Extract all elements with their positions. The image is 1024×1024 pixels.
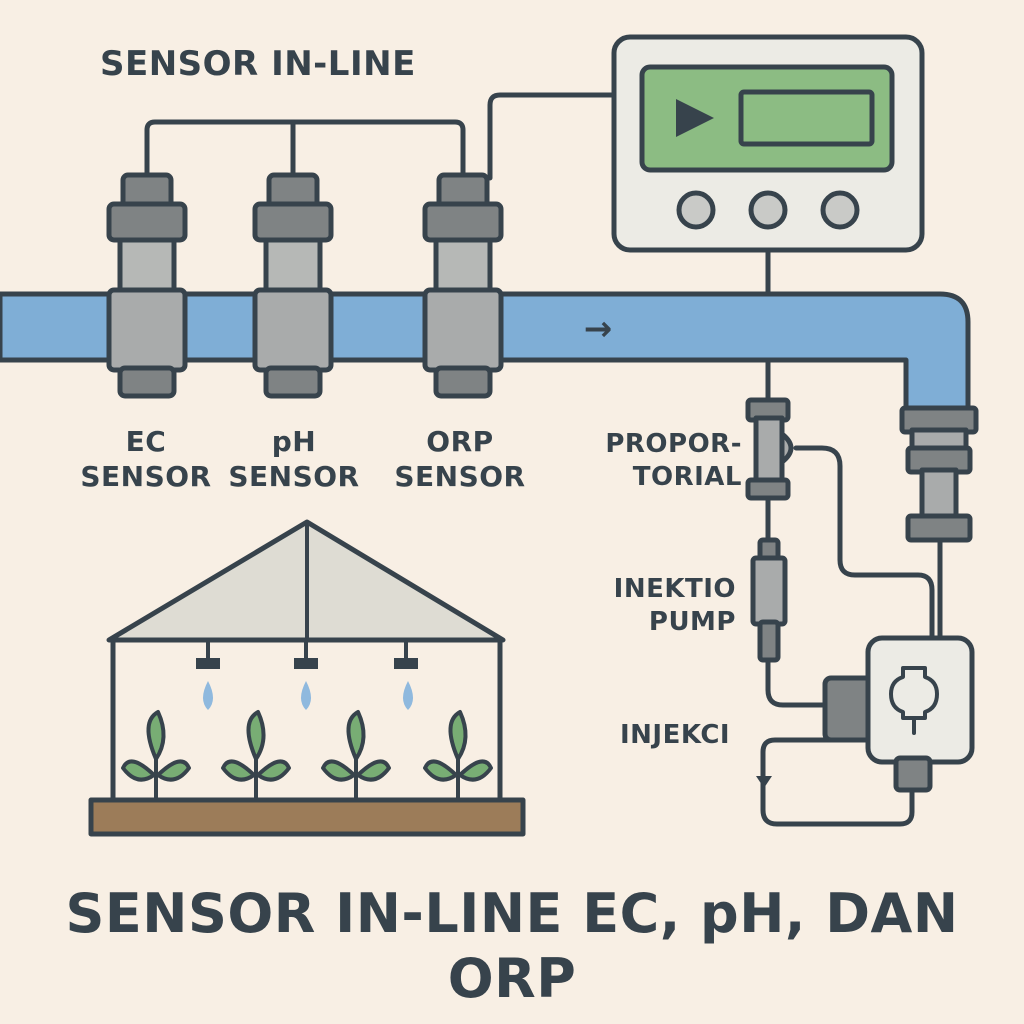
droplet-icon [301,681,311,710]
sensor-ph [252,172,334,399]
injection-pump-label: INEKTIO PUMP [613,574,736,637]
sensor-wiring [144,92,943,827]
leaf-icon [458,759,493,782]
ph-sensor-label: pH SENSOR [228,425,360,493]
play-icon [676,99,714,137]
leaf-icon [246,710,266,761]
leaf-icon [346,710,366,761]
plant [121,710,191,802]
injection-pump [750,537,788,663]
plant [423,710,493,802]
sensor-orp [422,172,504,399]
ec-sensor-label: EC SENSOR [80,425,212,493]
soil-bed [88,797,526,837]
branch-fitting [899,405,979,543]
controller [611,34,925,253]
controller-button-2 [748,190,788,230]
leaf-icon [321,759,356,782]
leaf-icon [356,759,391,782]
orp-sensor-label: ORP SENSOR [394,425,526,493]
leaf-icon [423,759,458,782]
droplet-icon [203,681,213,710]
controller-button-3 [820,190,860,230]
droplet-icon [403,681,413,710]
proportional-valve [745,397,794,501]
leaf-icon [156,759,191,782]
proportional-label: PROPOR- TORIAL [605,429,742,492]
leaf-icon [256,759,291,782]
controller-display [738,89,875,147]
diagram-title: SENSOR IN-LINE [100,44,416,84]
injector-dial-icon [889,666,939,720]
controller-button-1 [676,190,716,230]
flow-arrow-icon: → [584,309,613,349]
sensor-ec [106,172,188,399]
injector-unit [756,635,975,793]
leaf-icon [146,710,166,761]
plant [321,710,391,802]
plant [221,710,291,802]
leaf-icon [121,759,156,782]
greenhouse [88,519,526,837]
injector-label: INJEKCI [620,720,731,750]
leaf-icon [448,710,468,761]
drip-nozzle-icon [756,776,772,788]
leaf-icon [221,759,256,782]
diagram-caption: SENSOR IN-LINE EC, pH, DAN ORP [65,882,959,1010]
